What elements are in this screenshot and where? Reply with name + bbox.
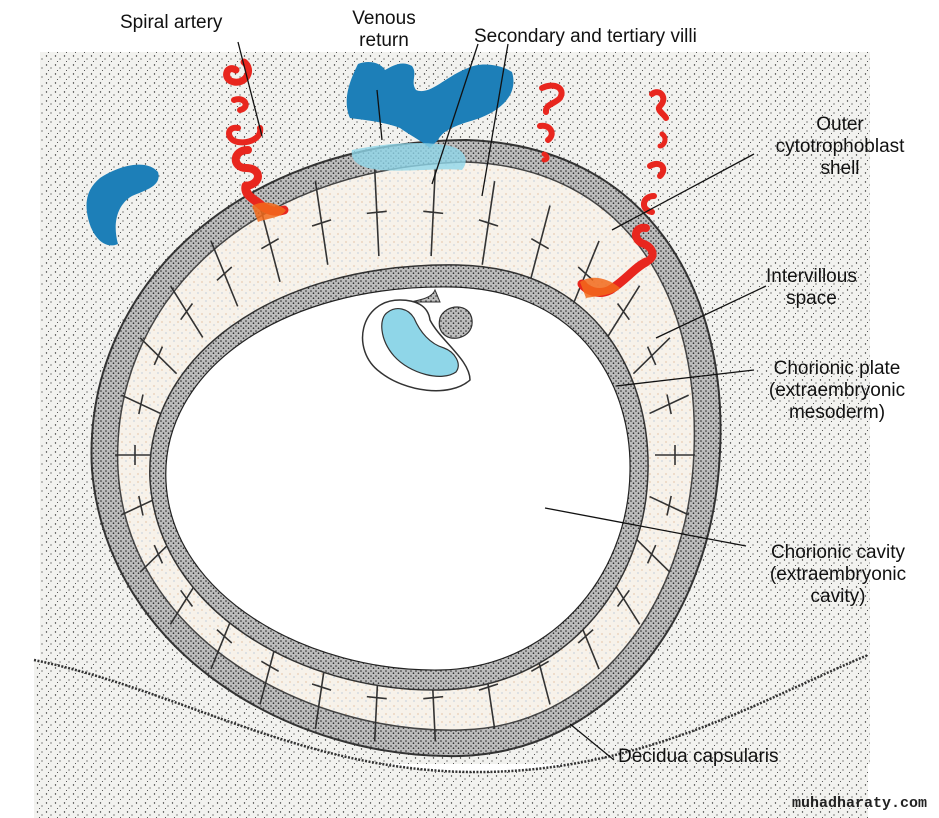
villus-stem xyxy=(649,394,690,415)
decidua-capsularis-line xyxy=(33,653,869,774)
yolk-sac xyxy=(438,306,473,339)
villus-stem xyxy=(478,180,499,265)
label-decidua-capsularis: Decidua capsularis xyxy=(618,746,779,767)
villi-group xyxy=(115,168,695,742)
villus-stem xyxy=(423,168,444,257)
label-spiral-artery: Spiral artery xyxy=(120,12,223,33)
villus-stem xyxy=(169,285,204,338)
venous-left-patch xyxy=(86,164,159,246)
villus-stem xyxy=(606,285,641,338)
embryo xyxy=(381,308,459,377)
villus-stem xyxy=(115,445,155,465)
villus-stem xyxy=(210,240,239,307)
villus-stem xyxy=(139,337,178,375)
villus-stem xyxy=(311,180,332,265)
villus-stem xyxy=(632,337,671,375)
artery-orange-right xyxy=(580,277,620,298)
watermark: muhadharaty.com xyxy=(791,795,927,812)
villus-stem xyxy=(529,205,551,282)
decidua-capsularis-band xyxy=(34,655,868,818)
venous-light-region xyxy=(351,143,466,171)
villus-stem xyxy=(120,394,161,415)
villus-stem xyxy=(366,168,387,257)
villus-stem xyxy=(655,445,695,465)
artery-orange-left xyxy=(252,202,286,222)
label-venous-return: Venous return xyxy=(352,8,416,51)
label-villi: Secondary and tertiary villi xyxy=(474,26,697,47)
label-outer-shell: Outer cytotrophoblast shell xyxy=(775,114,905,179)
label-intervillous: Intervillous space xyxy=(766,266,857,309)
chorionic-cavity xyxy=(165,286,631,671)
villus-stem xyxy=(632,535,671,573)
leader-lines xyxy=(237,41,767,761)
venous-return-vessel xyxy=(346,62,514,148)
villus-stem xyxy=(649,495,690,516)
label-chorionic-cavity: Chorionic cavity (extraembryonic cavity) xyxy=(769,542,907,607)
label-chorionic-plate: Chorionic plate (extraembryonic mesoderm… xyxy=(768,358,906,423)
